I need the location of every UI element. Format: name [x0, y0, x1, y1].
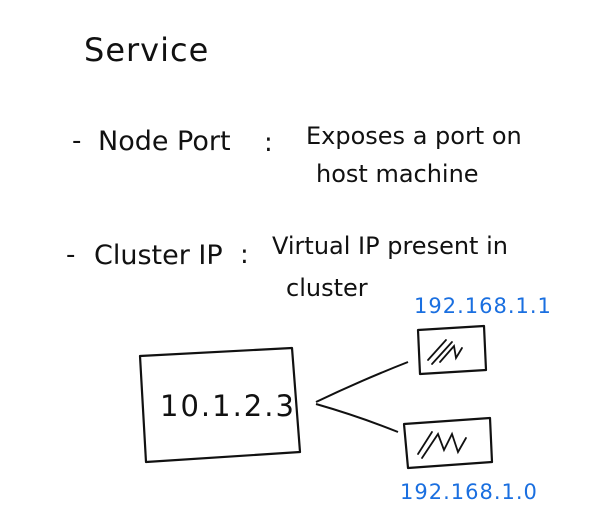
- pod-ip-top: 192.168.1.1: [414, 294, 552, 318]
- pod-scribble-bottom: [417, 431, 467, 459]
- bullet-desc-cluster-ip-line2: cluster: [286, 274, 368, 302]
- bullet-colon-node-port: :: [264, 128, 273, 158]
- service-box-label: 10.1.2.3: [160, 389, 296, 423]
- connector-line-top: [315, 361, 409, 403]
- bullet-dash-node-port: -: [72, 126, 82, 156]
- bullet-label-cluster-ip: Cluster IP: [94, 240, 223, 271]
- pod-ip-bottom: 192.168.1.0: [400, 480, 538, 504]
- bullet-dash-cluster-ip: -: [66, 240, 76, 270]
- bullet-desc-node-port-line1: Exposes a port on: [306, 122, 522, 150]
- page-title: Service: [84, 31, 210, 69]
- service-box: [138, 346, 302, 464]
- bullet-desc-cluster-ip-line1: Virtual IP present in: [272, 232, 508, 260]
- bullet-label-node-port: Node Port: [98, 126, 231, 157]
- pod-scribble-top: [427, 339, 463, 365]
- pod-box-bottom: [402, 416, 494, 470]
- pod-box-top: [416, 324, 488, 376]
- bullet-colon-cluster-ip: :: [240, 240, 249, 270]
- connector-line-bottom: [315, 403, 399, 433]
- bullet-desc-node-port-line2: host machine: [316, 160, 479, 188]
